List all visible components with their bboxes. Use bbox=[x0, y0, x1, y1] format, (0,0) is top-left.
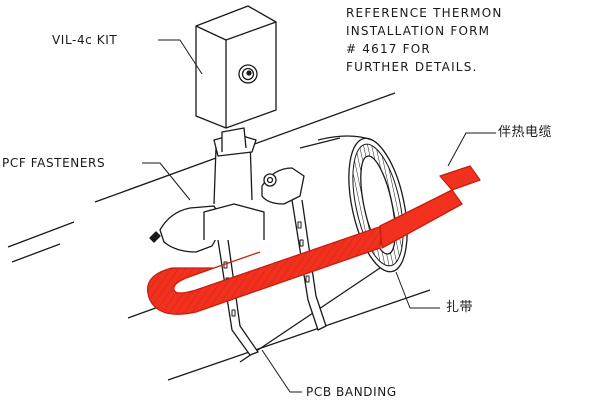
pcf-fasteners-label: PCF FASTENERS bbox=[2, 156, 106, 170]
reference-note-line-2: INSTALLATION FORM bbox=[346, 24, 491, 38]
heat-trace-cable-label: 伴热电缆 bbox=[498, 125, 553, 140]
strap-label: 扎带 bbox=[446, 300, 474, 315]
reference-note-line-1: REFERENCE THERMON bbox=[346, 6, 503, 20]
reference-note: REFERENCE THERMON INSTALLATION FORM # 46… bbox=[346, 4, 503, 76]
leader-lines bbox=[142, 39, 496, 393]
pcb-banding-label: PCB BANDING bbox=[306, 385, 397, 399]
heat-trace-cable bbox=[146, 165, 481, 315]
vil-4c-kit-assembly bbox=[195, 5, 277, 240]
reference-note-line-4: FURTHER DETAILS. bbox=[346, 60, 478, 74]
vil-4c-kit-label: VIL-4c KIT bbox=[52, 33, 118, 47]
reference-note-line-3: # 4617 FOR bbox=[346, 42, 431, 56]
